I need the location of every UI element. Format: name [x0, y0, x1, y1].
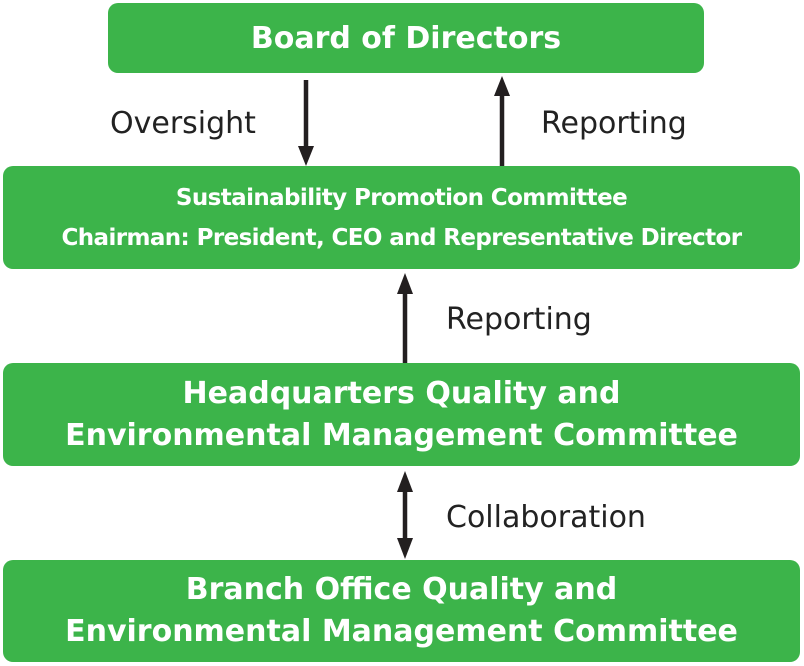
reporting-up-arrow-upper	[494, 76, 510, 166]
branch-office-committee-box: Branch Office Quality and Environmental …	[3, 560, 800, 662]
headquarters-committee-line1: Headquarters Quality and	[182, 375, 621, 411]
oversight-label: Oversight	[110, 106, 256, 141]
reporting-label-lower: Reporting	[446, 302, 592, 337]
reporting-up-arrow-lower	[397, 273, 413, 363]
sustainability-committee-box: Sustainability Promotion Committee Chair…	[3, 166, 800, 269]
board-of-directors-box: Board of Directors	[108, 3, 704, 73]
oversight-down-arrow	[298, 80, 314, 166]
collaboration-double-arrow	[397, 471, 413, 559]
headquarters-committee-line2: Environmental Management Committee	[65, 417, 738, 453]
sustainability-committee-chairman: Chairman: President, CEO and Representat…	[61, 224, 743, 251]
board-of-directors-label: Board of Directors	[250, 20, 562, 56]
sustainability-committee-title: Sustainability Promotion Committee	[175, 184, 628, 211]
branch-office-committee-line2: Environmental Management Committee	[65, 614, 738, 649]
headquarters-committee-box: Headquarters Quality and Environmental M…	[3, 363, 800, 466]
reporting-label-upper: Reporting	[541, 106, 687, 141]
branch-office-committee-line1: Branch Office Quality and	[185, 572, 618, 607]
collaboration-label: Collaboration	[446, 500, 646, 535]
